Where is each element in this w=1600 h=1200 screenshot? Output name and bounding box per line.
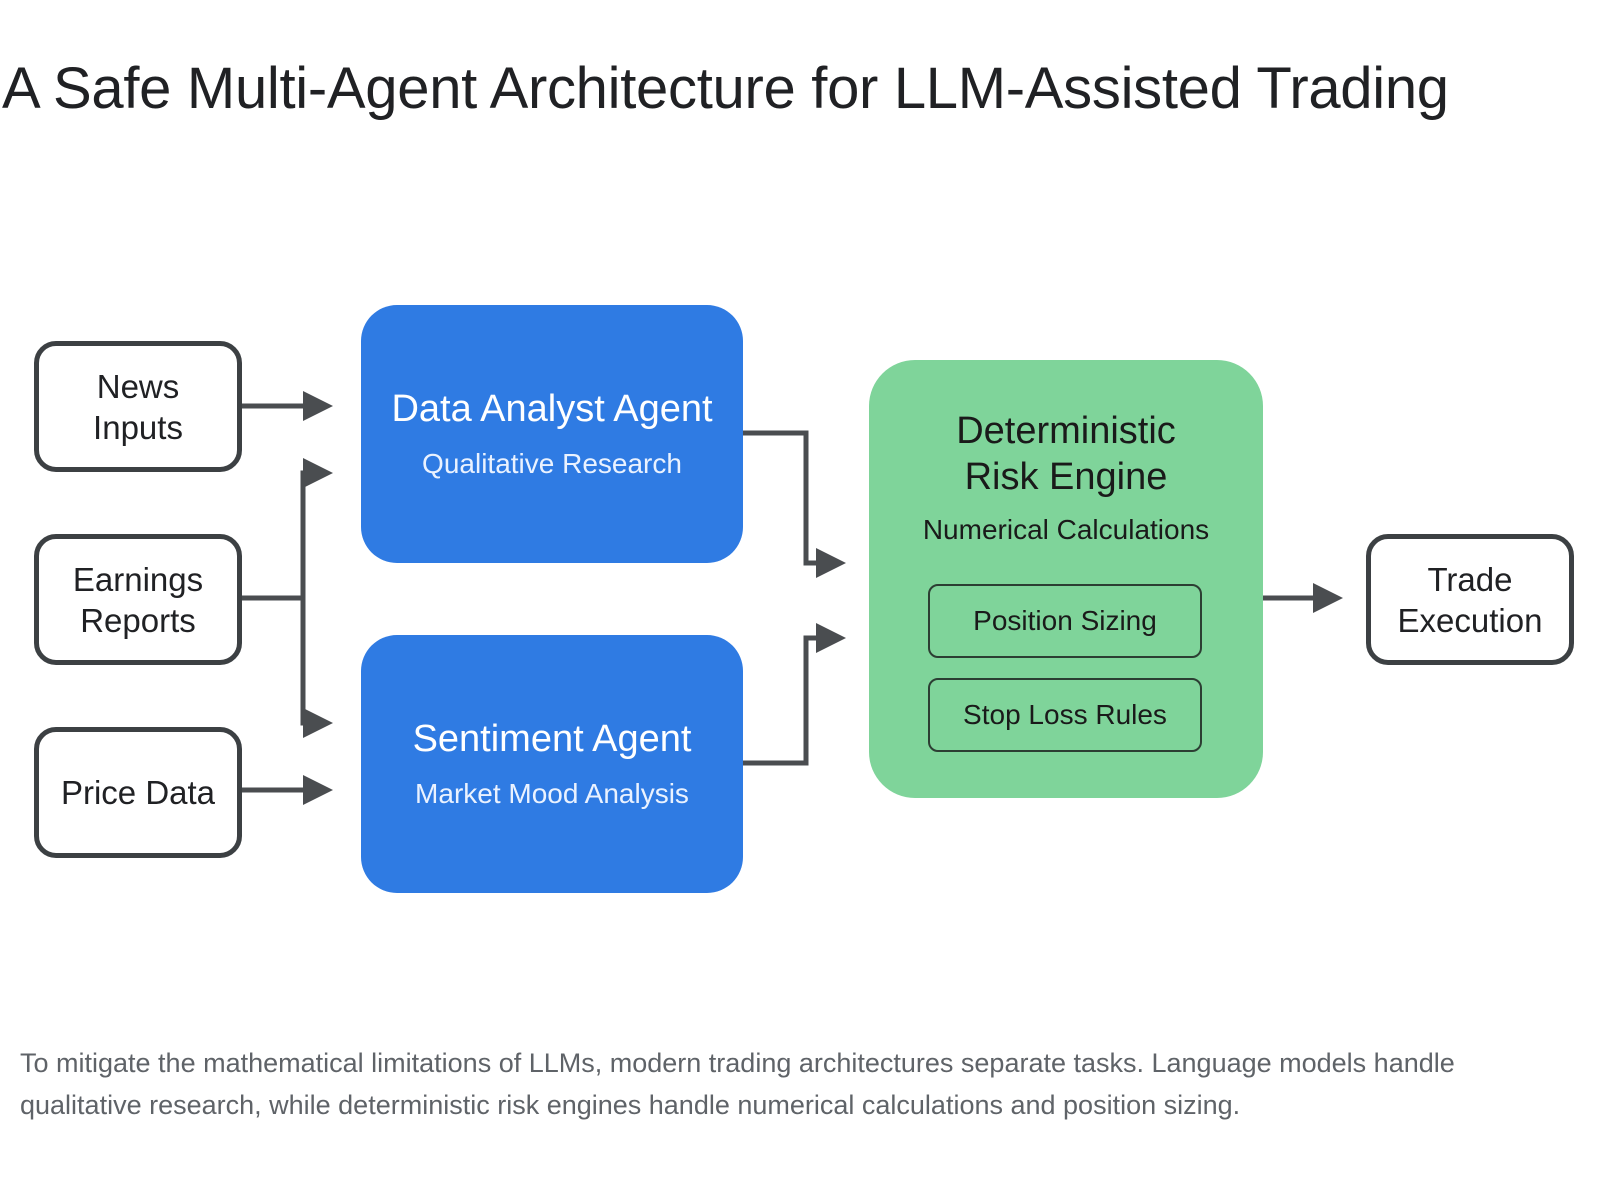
stop-loss-rules-label: Stop Loss Rules — [963, 699, 1167, 730]
news-inputs-box: News Inputs — [34, 341, 242, 472]
sentiment-title: Sentiment Agent — [412, 718, 692, 760]
risk-engine-subtitle: Numerical Calculations — [922, 514, 1210, 545]
stop-loss-rules-box: Stop Loss Rules — [928, 678, 1202, 752]
data-analyst-title: Data Analyst Agent — [391, 388, 713, 430]
earnings-reports-label: Earnings Reports — [72, 560, 204, 639]
arrow-split-to-analyst — [300, 458, 333, 598]
earnings-reports-box: Earnings Reports — [34, 534, 242, 665]
data-analyst-subtitle: Qualitative Research — [422, 448, 682, 479]
risk-engine-title: Deterministic Risk Engine — [956, 410, 1176, 498]
arrow-sentiment-to-engine — [743, 623, 846, 766]
arrow-split-to-sentiment — [300, 598, 333, 738]
price-data-box: Price Data — [34, 727, 242, 858]
sentiment-subtitle: Market Mood Analysis — [415, 778, 689, 809]
price-data-label: Price Data — [60, 774, 216, 811]
architecture-diagram: News Inputs Earnings Reports Price Data … — [34, 305, 1574, 893]
news-inputs-label: News Inputs — [93, 367, 183, 446]
data-analyst-agent: Data Analyst Agent Qualitative Research — [361, 305, 743, 563]
position-sizing-label: Position Sizing — [973, 605, 1157, 636]
page-title: A Safe Multi-Agent Architecture for LLM-… — [2, 56, 1449, 121]
diagram-caption: To mitigate the mathematical limitations… — [20, 1048, 1455, 1120]
connector-lines — [238, 391, 1343, 805]
sentiment-agent: Sentiment Agent Market Mood Analysis — [361, 635, 743, 893]
position-sizing-box: Position Sizing — [928, 584, 1202, 658]
risk-engine: Deterministic Risk Engine Numerical Calc… — [869, 360, 1263, 798]
arrow-analyst-to-engine — [743, 430, 846, 578]
trade-execution-label: Trade Execution — [1397, 560, 1543, 639]
trade-execution-box: Trade Execution — [1366, 534, 1574, 665]
